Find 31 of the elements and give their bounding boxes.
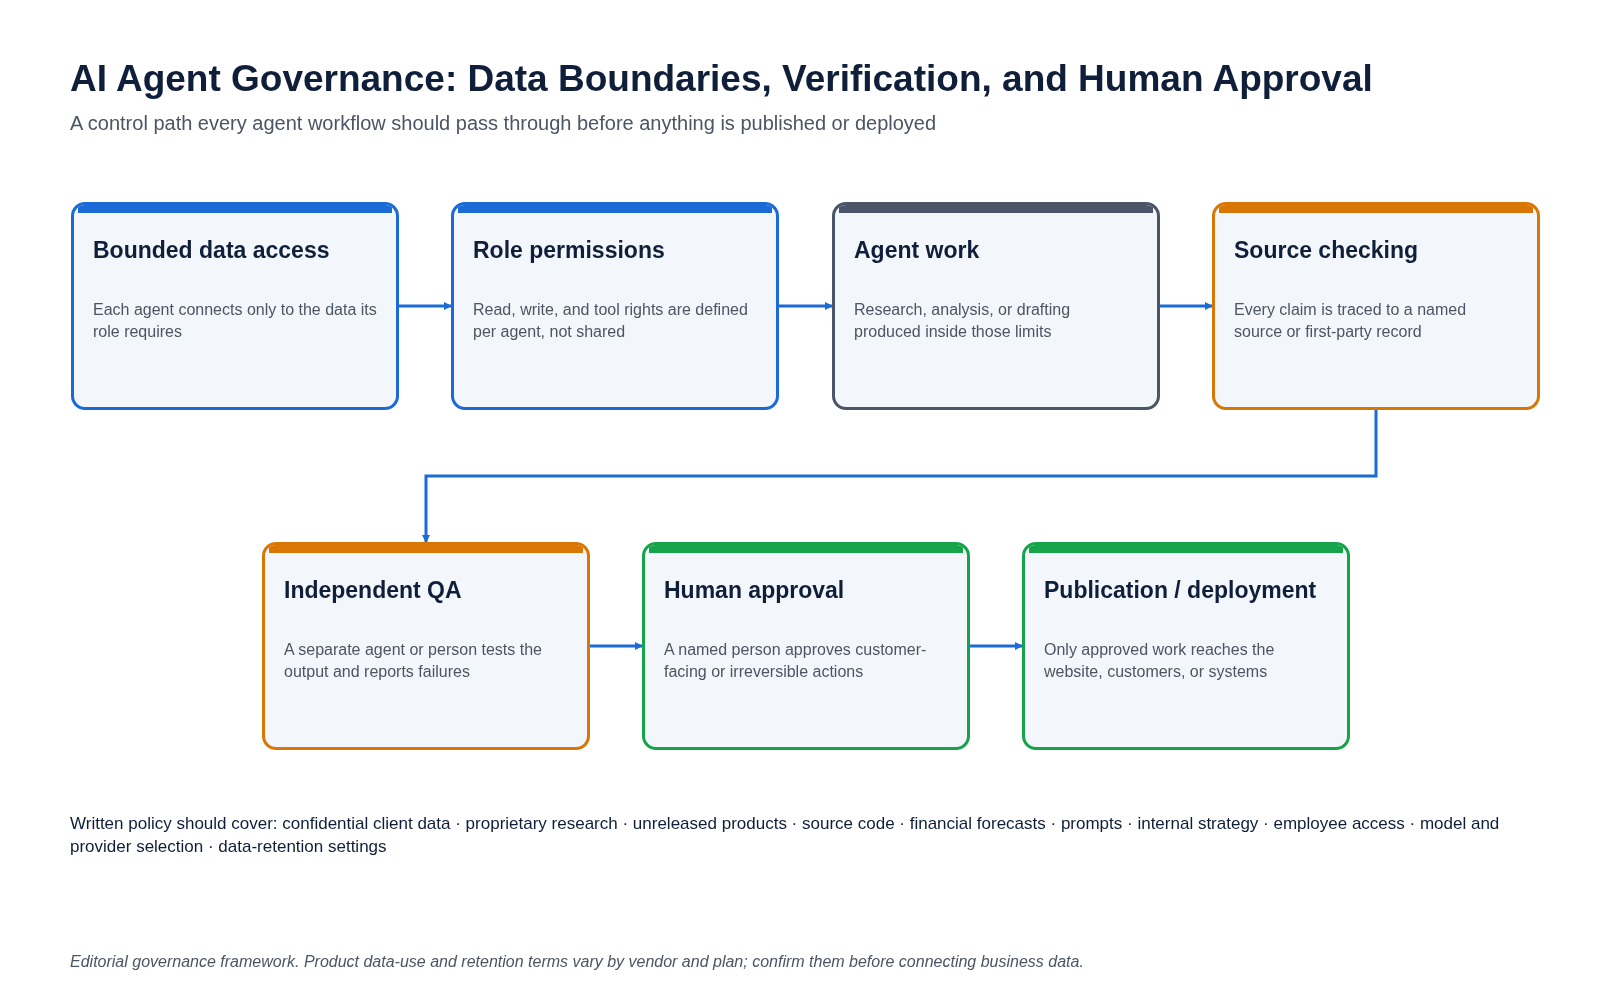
card-heading: Role permissions — [473, 236, 666, 265]
arrow — [1160, 302, 1213, 310]
card-description: A separate agent or person tests the output and reports failures — [284, 640, 543, 682]
process-card — [1022, 542, 1350, 750]
card-description: Each agent connects only to the data its role requires — [93, 300, 377, 342]
card-description: Research, analysis, or drafting produced inside those limits — [854, 300, 1072, 342]
card-heading: Agent work — [854, 236, 981, 265]
arrow — [422, 410, 1378, 543]
card-description: Every claim is traced to a named source or first-party record — [1234, 300, 1468, 342]
arrow — [970, 642, 1023, 650]
process-card — [832, 202, 1160, 410]
footnote-caption: Editorial governance framework. Product data-use and retention terms vary by vendor and plan; confirm them before connecting business data. — [70, 952, 1084, 972]
subtitle: A control path every agent workflow should pass through before anything is published or deployed — [70, 111, 937, 136]
card-heading: Human approval — [664, 576, 846, 605]
card-heading: Publication / deployment — [1044, 576, 1318, 605]
card-description: Only approved work reaches the website, customers, or systems — [1044, 640, 1276, 682]
card-description: A named person approves customer-facing or irreversible actions — [664, 640, 928, 682]
card-description: Read, write, and tool rights are defined per agent, not shared — [473, 300, 749, 342]
process-card — [1212, 202, 1540, 410]
policy-note: Written policy should cover: confidential client data · proprietary research · unreleased products · source code · financial forecasts · prompts · internal strategy · employee access · model and provider selection · data-retention settings — [70, 813, 1501, 858]
card-heading: Independent QA — [284, 576, 463, 605]
arrow — [399, 302, 452, 310]
process-card — [642, 542, 970, 750]
card-heading: Bounded data access — [93, 236, 331, 265]
diagram-title: AI Agent Governance: Data Boundaries, Verification, and Human Approval — [70, 57, 1373, 101]
process-card — [71, 202, 399, 410]
process-card — [451, 202, 779, 410]
arrow — [590, 642, 643, 650]
card-heading: Source checking — [1234, 236, 1420, 265]
process-card — [262, 542, 590, 750]
arrow — [779, 302, 833, 310]
